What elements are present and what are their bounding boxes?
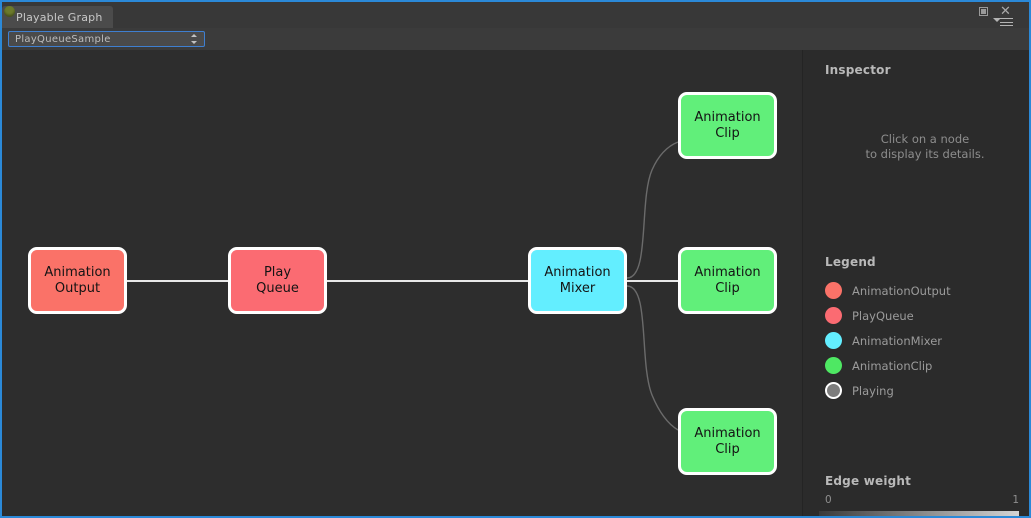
inspector-panel: Inspector Click on a node to display its… <box>802 50 1029 516</box>
legend-item-animation-clip: AnimationClip <box>825 353 1025 378</box>
legend-item-label: AnimationMixer <box>852 333 943 348</box>
edge-weight-max: 1 <box>1012 494 1019 506</box>
legend-item-label: PlayQueue <box>852 308 914 323</box>
updown-arrows-icon <box>191 33 198 45</box>
legend-swatch <box>825 307 842 324</box>
edge-weight-scale: 0 1 <box>819 494 1019 508</box>
close-icon[interactable]: ✕ <box>1000 4 1011 19</box>
graph-edges <box>127 141 679 431</box>
legend-item-playing: Playing <box>825 378 1025 403</box>
toolbar: PlayQueueSample <box>2 28 1029 51</box>
legend-item-label: Playing <box>852 383 894 398</box>
edge-animation-mixer-animation-clip-bottom <box>626 285 679 431</box>
inspector-title: Inspector <box>825 63 891 77</box>
inspector-hint: Click on a node to display its details. <box>803 132 1029 162</box>
legend-item-label: AnimationClip <box>852 358 933 373</box>
graph-selector-dropdown[interactable]: PlayQueueSample <box>8 31 205 47</box>
tab-playable-graph[interactable]: Playable Graph <box>2 6 113 28</box>
legend-item-animation-output: AnimationOutput <box>825 278 1025 303</box>
inspector-hint-line2: to display its details. <box>865 147 985 161</box>
legend-item-label: AnimationOutput <box>852 283 951 298</box>
graph-selector-value: PlayQueueSample <box>15 33 111 45</box>
edge-animation-mixer-animation-clip-top <box>626 141 679 279</box>
legend-swatch <box>825 282 842 299</box>
legend-title: Legend <box>825 255 876 269</box>
legend-swatch <box>825 357 842 374</box>
legend-swatch <box>825 332 842 349</box>
edge-weight-gradient-bar <box>819 511 1019 516</box>
legend-swatch <box>825 382 842 399</box>
inspector-hint-line1: Click on a node <box>880 132 970 146</box>
edge-weight-min: 0 <box>825 494 832 506</box>
legend-list: AnimationOutput PlayQueue AnimationMixer… <box>825 278 1025 403</box>
tab-label: Playable Graph <box>16 10 103 24</box>
legend-item-animation-mixer: AnimationMixer <box>825 328 1025 353</box>
unity-window-icon <box>4 6 15 17</box>
chevron-down-icon <box>993 18 1001 22</box>
legend-item-play-queue: PlayQueue <box>825 303 1025 328</box>
window-controls: ✕ <box>979 5 1023 27</box>
window-titlebar: Playable Graph ✕ <box>2 2 1029 29</box>
hamburger-menu-icon[interactable] <box>993 18 1013 27</box>
edge-weight-title: Edge weight <box>825 474 912 488</box>
maximize-icon[interactable] <box>979 7 988 16</box>
